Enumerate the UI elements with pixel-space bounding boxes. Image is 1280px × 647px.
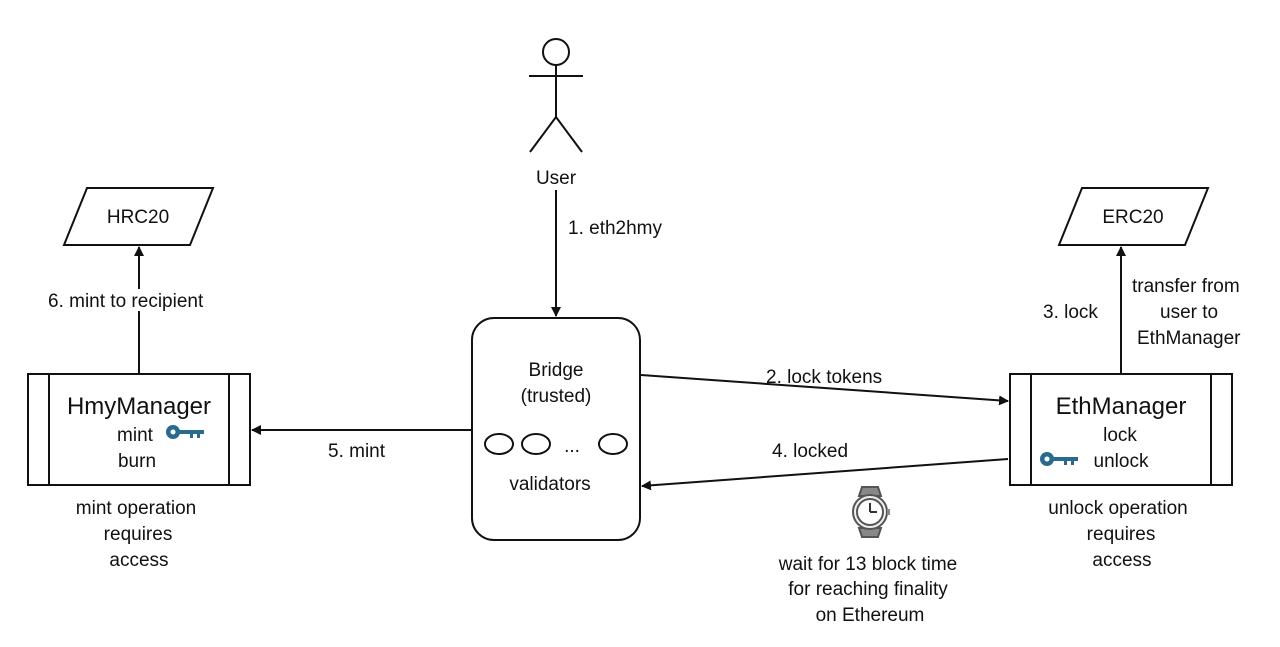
hmy-note-line3: access [109, 550, 168, 571]
eth-unlock-op: unlock [1094, 451, 1149, 472]
hmy-manager-title: HmyManager [67, 393, 211, 420]
transfer-note-line2: user to [1160, 302, 1218, 323]
eth-manager-title: EthManager [1056, 393, 1187, 420]
label-lock-tokens: 2. lock tokens [766, 367, 882, 388]
label-locked: 4. locked [772, 441, 848, 462]
user-label: User [536, 168, 577, 189]
validator-nodes [484, 433, 628, 455]
hmy-note-line1: mint operation [76, 498, 196, 519]
user-icon [529, 38, 583, 153]
hmy-mint-op: mint [117, 425, 154, 446]
hmy-note-line2: requires [104, 524, 173, 545]
hmy-manager-box [27, 373, 251, 486]
hrc20-label: HRC20 [107, 207, 169, 228]
transfer-note-line3: EthManager [1137, 328, 1241, 349]
erc20-token-shape [1057, 187, 1210, 246]
wait-note-line2: for reaching finality [788, 579, 948, 600]
validators-ellipsis: ... [564, 436, 580, 457]
wait-note-line3: on Ethereum [816, 605, 925, 626]
label-mint-to-recipient: 6. mint to recipient [48, 291, 204, 312]
label-lock: 3. lock [1043, 302, 1098, 323]
arrow-locked [641, 458, 1009, 491]
eth-note-line1: unlock operation [1048, 498, 1187, 519]
eth-note-line3: access [1092, 550, 1151, 571]
transfer-note-line1: transfer from [1132, 276, 1240, 297]
eth-lock-op: lock [1103, 425, 1137, 446]
bridge-box [471, 317, 641, 541]
label-eth2hmy: 1. eth2hmy [568, 218, 662, 239]
eth-manager-box [1009, 373, 1233, 486]
watch-icon [852, 486, 890, 538]
bridge-title: Bridge [529, 360, 584, 381]
bridge-subtitle: (trusted) [521, 386, 592, 407]
eth-note-line2: requires [1087, 524, 1156, 545]
hmy-burn-op: burn [118, 451, 156, 472]
wait-note-line1: wait for 13 block time [778, 554, 957, 575]
erc20-label: ERC20 [1102, 207, 1163, 228]
arrow-lock-tokens [640, 374, 1009, 406]
hrc20-token-shape [62, 187, 215, 246]
validators-label: validators [509, 474, 590, 495]
label-mint: 5. mint [328, 441, 386, 462]
